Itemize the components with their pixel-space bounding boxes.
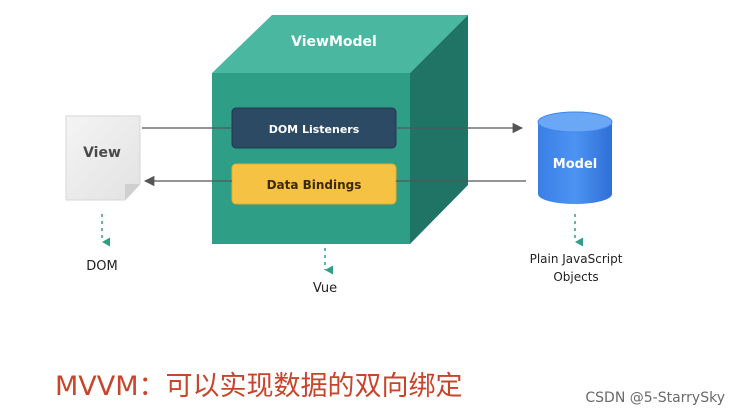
view-document: View [65,115,141,201]
dom-label: DOM [86,259,117,274]
slide-caption: MVVM：可以实现数据的双向绑定 [55,371,463,402]
plain-js-label-line2: Objects [553,270,598,284]
view-label: View [83,145,121,161]
cube-top-face [212,15,468,73]
cube-front-face [212,73,410,244]
model-label: Model [553,157,597,172]
vue-label: Vue [313,281,337,296]
data-bindings-box: Data Bindings [231,163,397,205]
csdn-watermark: CSDN @5-StarrySky [585,390,725,406]
cube-side-face [410,15,468,244]
viewmodel-title: ViewModel [291,34,377,50]
plain-js-label-line1: Plain JavaScript [530,252,623,266]
dom-listeners-label: DOM Listeners [269,123,360,136]
model-database: Model [537,111,613,204]
data-bindings-label: Data Bindings [267,178,362,192]
dom-listeners-box: DOM Listeners [231,107,397,149]
mvvm-diagram: ViewModel DOM Listeners Data Bindings Vi… [65,15,623,296]
viewmodel-cube: ViewModel [212,15,468,244]
